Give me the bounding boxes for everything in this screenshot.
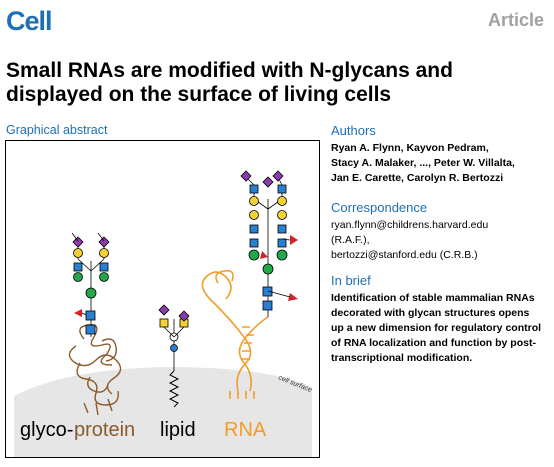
authors-line: Jan E. Carette, Carolyn R. Bertozzi [331, 172, 504, 184]
glycolipid [158, 304, 190, 408]
in-brief-body: Identification of stable mammalian RNAs … [331, 291, 546, 366]
correspondence-section: Correspondence ryan.flynn@childrens.harv… [331, 200, 546, 263]
protein-glycan-upper [71, 232, 105, 242]
journal-logo: Cell [6, 6, 53, 36]
graphical-abstract-label: Graphical abstract [6, 123, 108, 137]
correspondence-body: ryan.flynn@childrens.harvard.edu (R.A.F.… [331, 218, 546, 263]
correspondence-email-link[interactable]: ryan.flynn@childrens.harvard.edu [331, 219, 489, 231]
cell-membrane [14, 367, 312, 457]
article-type-label: Article [487, 10, 544, 30]
glyco-rna [201, 269, 269, 399]
graphical-abstract-illustration: cell surface [14, 170, 313, 457]
in-brief-line: decorated with glycan structures opens [331, 307, 530, 319]
rna-glycan [240, 170, 298, 317]
label-protein: protein [74, 419, 135, 441]
authors-list: Ryan A. Flynn, Kayvon Pedram, Stacy A. M… [331, 141, 546, 186]
in-brief-section: In brief Identification of stable mammal… [331, 273, 546, 366]
authors-section: Authors Ryan A. Flynn, Kayvon Pedram, St… [331, 123, 546, 186]
label-rna: RNA [224, 419, 267, 441]
authors-line: Stacy A. Malaker, ..., Peter W. Villalta… [331, 157, 515, 169]
correspondence-email-link[interactable]: bertozzi@stanford.edu (C.R.B.) [331, 249, 478, 261]
authors-line: Ryan A. Flynn, Kayvon Pedram, [331, 142, 489, 154]
graphical-abstract-figure: cell surface [5, 140, 320, 458]
title-line-1: Small RNAs are modified with N-glycans a… [6, 59, 453, 82]
title-line-2: displayed on the surface of living cells [6, 83, 392, 106]
correspondence-heading: Correspondence [331, 200, 428, 215]
in-brief-line: Identification of stable mammalian RNAs [331, 292, 535, 304]
label-lipid: lipid [160, 419, 196, 441]
authors-heading: Authors [331, 123, 376, 138]
in-brief-line: up a new dimension for regulatory contro… [331, 322, 542, 334]
label-glyco: glyco- [20, 419, 73, 441]
protein-glycan [72, 236, 110, 337]
in-brief-heading: In brief [331, 273, 371, 288]
in-brief-line: of RNA localization and function by post… [331, 337, 536, 349]
article-title: Small RNAs are modified with N-glycans a… [6, 59, 546, 107]
correspondence-initials: (R.A.F.), [331, 234, 370, 246]
glycoprotein [68, 324, 122, 416]
in-brief-line: transcriptional modification. [331, 352, 473, 364]
